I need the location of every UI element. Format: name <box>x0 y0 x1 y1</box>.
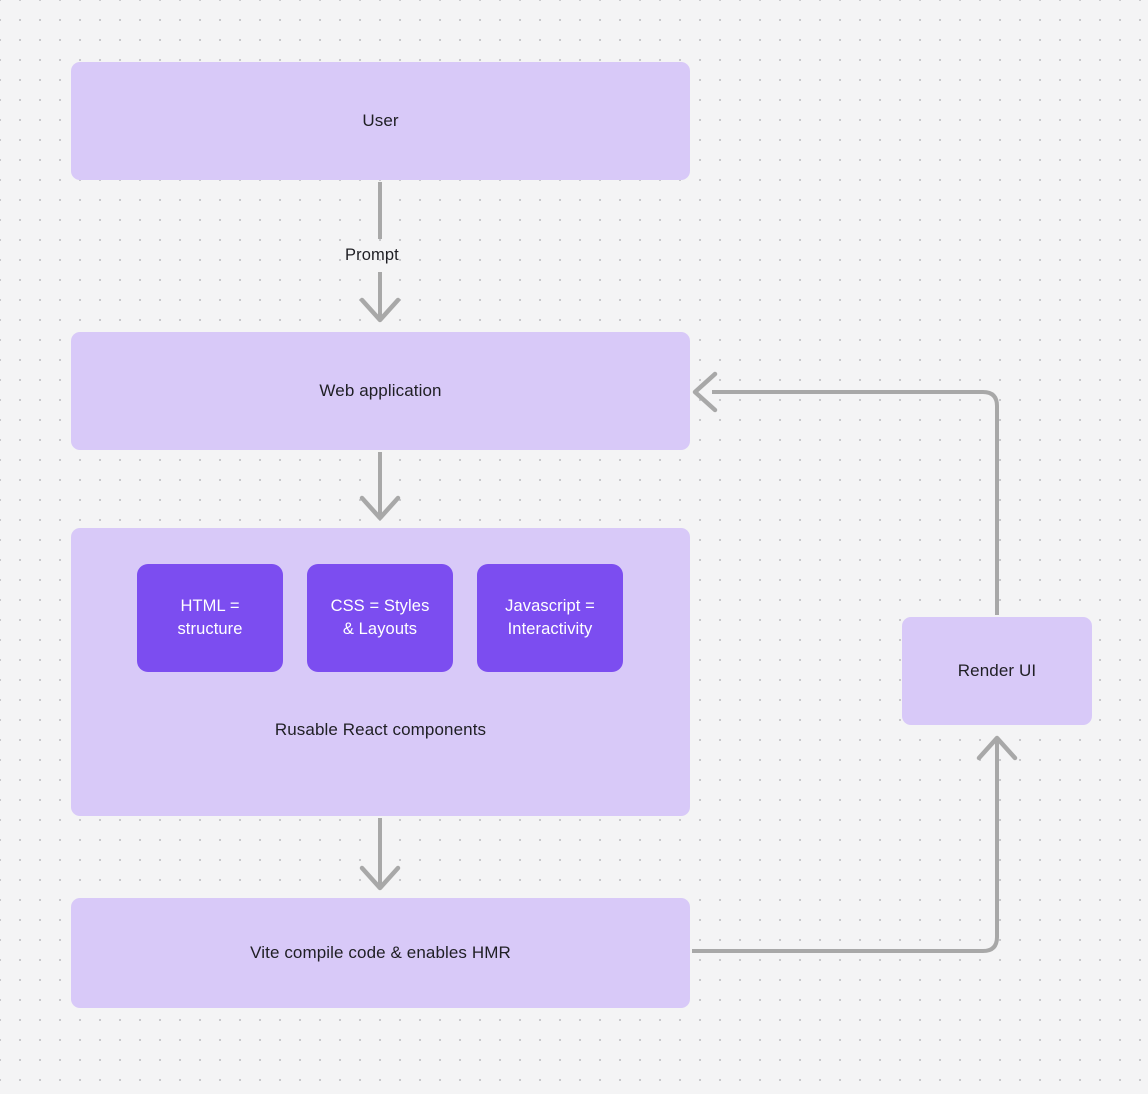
chip-css-line2: & Layouts <box>342 620 418 638</box>
chip-html[interactable]: HTML = structure <box>137 564 283 672</box>
node-components-container[interactable]: HTML = structure CSS = Styles & Layouts … <box>71 528 690 816</box>
components-container-caption: Rusable React components <box>274 720 487 739</box>
chip-css[interactable]: CSS = Styles & Layouts <box>307 564 453 672</box>
chip-javascript-line2: Interactivity <box>507 620 593 638</box>
node-render-ui-label: Render UI <box>957 660 1037 680</box>
node-user[interactable]: User <box>71 62 690 180</box>
edge-web-to-components <box>359 452 401 521</box>
chip-javascript[interactable]: Javascript = Interactivity <box>477 564 623 672</box>
node-user-label: User <box>362 110 399 130</box>
edge-render-to-web <box>692 371 999 615</box>
chip-javascript-line1: Javascript = <box>505 597 595 616</box>
node-vite-label: Vite compile code & enables HMR <box>250 942 511 962</box>
node-vite[interactable]: Vite compile code & enables HMR <box>71 898 690 1008</box>
edge-components-to-vite <box>359 818 401 891</box>
chip-css-line1: CSS = Styles <box>330 597 430 616</box>
node-web-application-label: Web application <box>319 380 442 400</box>
chip-html-line2: structure <box>177 620 243 638</box>
edge-label-prompt: Prompt <box>345 246 399 264</box>
node-web-application[interactable]: Web application <box>71 332 690 450</box>
chip-html-line1: HTML = <box>180 597 240 616</box>
node-render-ui[interactable]: Render UI <box>902 617 1092 725</box>
edge-vite-to-render <box>692 735 1018 953</box>
